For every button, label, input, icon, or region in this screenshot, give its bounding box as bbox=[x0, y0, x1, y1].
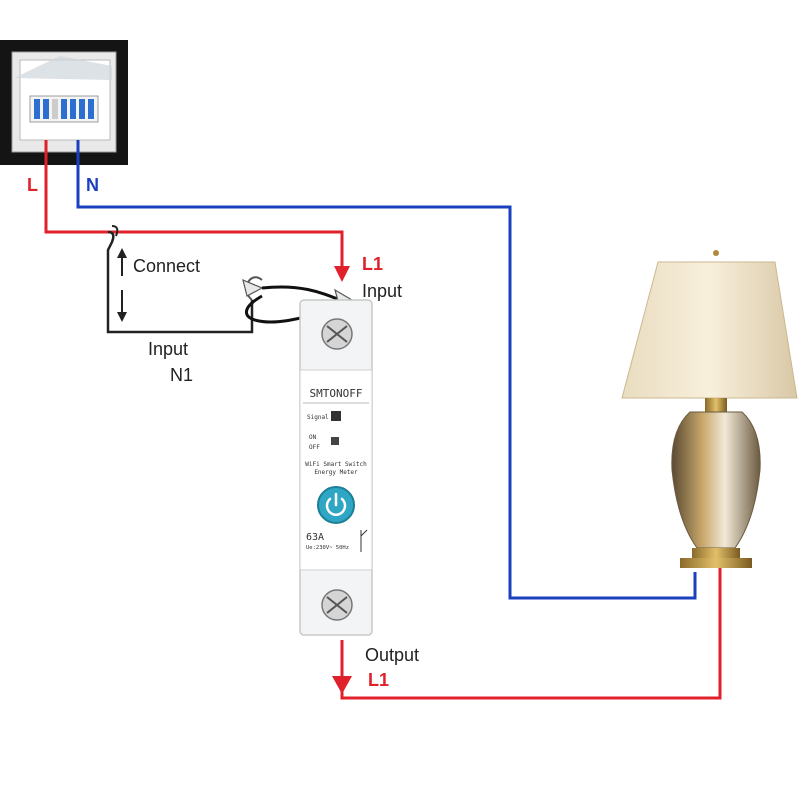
connect-label: Connect bbox=[133, 256, 200, 276]
current-rating: 63A bbox=[306, 532, 324, 543]
live-input-arrow bbox=[334, 266, 350, 282]
power-icon bbox=[325, 492, 347, 516]
device-brand: SMTONOFF bbox=[310, 387, 363, 400]
input-n1-label: Input bbox=[148, 339, 188, 359]
distribution-panel bbox=[0, 40, 128, 165]
n1-label: N1 bbox=[170, 365, 193, 385]
off-label: OFF bbox=[309, 444, 320, 451]
table-lamp bbox=[621, 250, 798, 568]
input-top-label: Input bbox=[362, 281, 402, 301]
signal-label: Signal bbox=[307, 414, 329, 421]
connect-arrows bbox=[117, 248, 127, 322]
output-arrow bbox=[332, 676, 352, 694]
device-desc-line1: WiFi Smart Switch bbox=[305, 461, 367, 468]
neutral-wire bbox=[76, 140, 697, 600]
live-label: L bbox=[27, 175, 38, 195]
switch-symbol-icon bbox=[360, 529, 368, 552]
signal-led bbox=[331, 411, 341, 421]
breaker-row bbox=[34, 99, 94, 119]
output-l1-label: L1 bbox=[368, 670, 389, 690]
on-label: ON bbox=[309, 434, 317, 441]
input-top-l1-label: L1 bbox=[362, 254, 383, 274]
device-desc-line2: Energy Meter bbox=[314, 469, 358, 476]
output-wire bbox=[340, 568, 722, 700]
smart-switch: SMTONOFF Signal ON OFF WiFi Smart Switch… bbox=[299, 299, 373, 636]
voltage-spec: Ue:230V~ 50Hz bbox=[306, 545, 349, 551]
neutral-label: N bbox=[86, 175, 99, 195]
output-label: Output bbox=[365, 645, 419, 665]
status-led bbox=[331, 437, 339, 445]
live-wire bbox=[44, 140, 344, 272]
